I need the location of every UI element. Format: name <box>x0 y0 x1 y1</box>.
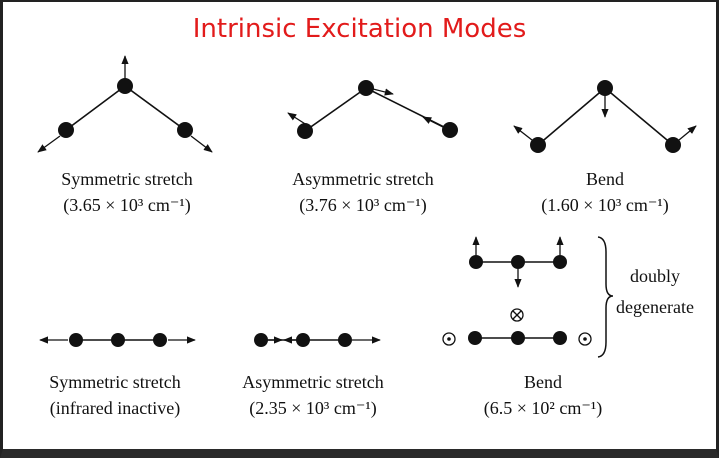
water-bend-name: Bend <box>586 169 624 189</box>
oxygen-atom <box>338 333 352 347</box>
hydrogen-atom <box>177 122 193 138</box>
oxygen-atom <box>597 80 613 96</box>
carbon-atom <box>511 255 525 269</box>
co2-asymmetric-frequency: (2.35 × 10³ cm⁻¹) <box>249 398 376 419</box>
co2-symmetric-note: (infrared inactive) <box>50 398 180 419</box>
slide-title: Intrinsic Excitation Modes <box>192 14 527 44</box>
water-bend: Bend (1.60 × 10³ cm⁻¹) <box>513 80 697 216</box>
water-bend-frequency: (1.60 × 10³ cm⁻¹) <box>541 195 668 216</box>
degenerate-brace <box>597 236 614 358</box>
water-symmetric-stretch: Symmetric stretch (3.65 × 10³ cm⁻¹) <box>37 55 213 216</box>
oxygen-atom <box>153 333 167 347</box>
co2-bend-out-of-plane <box>442 308 592 346</box>
displacement-arrow <box>678 125 697 141</box>
co2-bend-name: Bend <box>524 372 562 392</box>
hydrogen-atom <box>665 137 681 153</box>
water-asymmetric-stretch: Asymmetric stretch (3.76 × 10³ cm⁻¹) <box>287 80 458 216</box>
carbon-atom <box>511 331 525 345</box>
into-page-symbol <box>510 308 524 322</box>
oxygen-atom <box>117 78 133 94</box>
water-asymmetric-frequency: (3.76 × 10³ cm⁻¹) <box>299 195 426 216</box>
degenerate-label-line1: doubly <box>630 266 680 286</box>
co2-bend-in-plane <box>469 236 567 288</box>
hydrogen-atom <box>442 122 458 138</box>
carbon-atom <box>111 333 125 347</box>
displacement-arrow <box>190 135 213 153</box>
water-asymmetric-name: Asymmetric stretch <box>292 169 433 189</box>
degenerate-label-line2: degenerate <box>616 297 694 317</box>
displacement-arrow <box>513 125 533 141</box>
oxygen-atom <box>254 333 268 347</box>
oxygen-atom <box>553 331 567 345</box>
oxygen-atom <box>469 255 483 269</box>
out-of-page-symbol <box>578 332 592 346</box>
water-symmetric-frequency: (3.65 × 10³ cm⁻¹) <box>63 195 190 216</box>
hydrogen-atom <box>297 123 313 139</box>
co2-symmetric-name: Symmetric stretch <box>49 372 180 392</box>
displacement-arrow <box>37 135 61 153</box>
displacement-arrow <box>422 116 444 128</box>
oxygen-atom <box>468 331 482 345</box>
water-symmetric-name: Symmetric stretch <box>61 169 192 189</box>
co2-bend-frequency: (6.5 × 10² cm⁻¹) <box>484 398 602 419</box>
oxygen-atom <box>553 255 567 269</box>
co2-asymmetric-name: Asymmetric stretch <box>242 372 383 392</box>
hydrogen-atom <box>530 137 546 153</box>
co2-asymmetric-stretch: Asymmetric stretch (2.35 × 10³ cm⁻¹) <box>242 333 384 419</box>
oxygen-atom <box>69 333 83 347</box>
out-of-page-symbol <box>442 332 456 346</box>
co2-symmetric-stretch: Symmetric stretch (infrared inactive) <box>39 333 196 419</box>
hydrogen-atom <box>58 122 74 138</box>
carbon-atom <box>296 333 310 347</box>
oxygen-atom <box>358 80 374 96</box>
displacement-arrow <box>372 88 394 96</box>
